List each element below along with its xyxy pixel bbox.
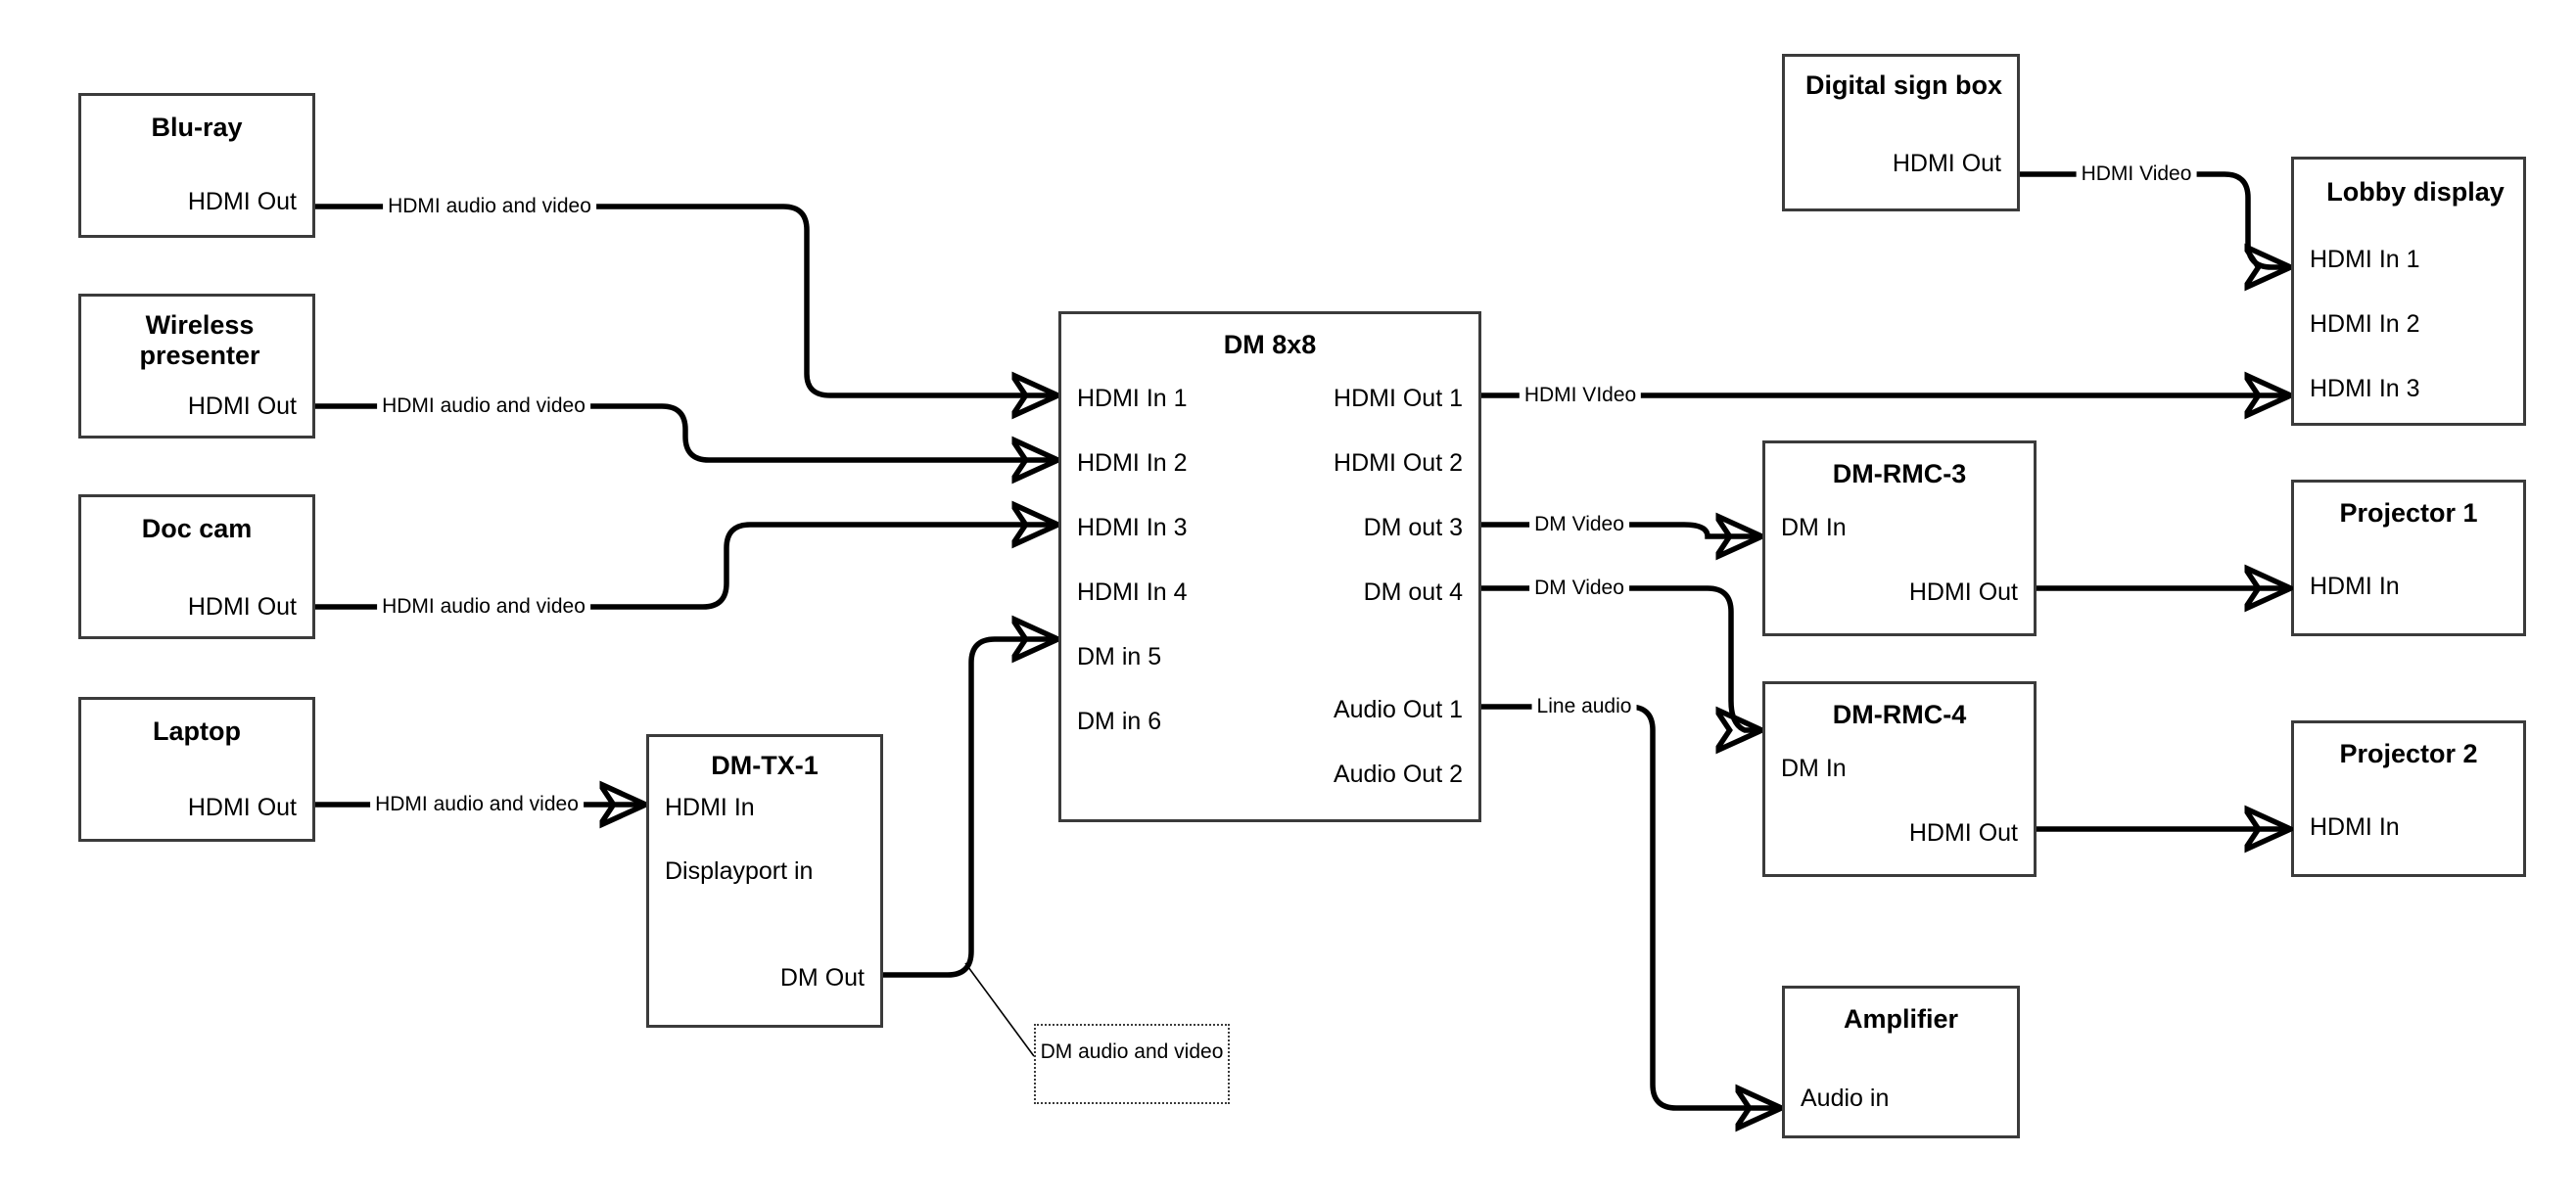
node-projector-2-title: Projector 2 [2339, 739, 2478, 768]
node-dm-tx-1-port-hdmi-in: HDMI In [665, 794, 755, 821]
edge-label-doccam-to-in3: HDMI audio and video [377, 595, 590, 619]
node-dm-8x8-port-dm-out-3: DM out 3 [1363, 514, 1463, 541]
node-amplifier-title: Amplifier [1843, 1004, 1959, 1034]
node-dm-rmc-3-title: DM-RMC-3 [1832, 459, 1967, 488]
node-doc-cam-port-hdmi-out: HDMI Out [187, 593, 297, 621]
node-dm-8x8-port-hdmi-in-2: HDMI In 2 [1077, 449, 1188, 477]
node-dm-8x8-port-audio-out-2: Audio Out 2 [1333, 761, 1463, 788]
node-dm-rmc-3[interactable]: DM-RMC-3 DM In HDMI Out [1762, 440, 2037, 636]
node-dm-8x8-title: DM 8x8 [1223, 330, 1317, 359]
callout-text: DM audio and video [1040, 1040, 1224, 1063]
wire-digitalsign-to-lobby1 [2020, 171, 2284, 267]
node-dm-tx-1-port-dm-out: DM Out [779, 964, 865, 992]
node-dm-tx-1-port-displayport-in: Displayport in [665, 857, 814, 885]
edge-label-hdmiout1-to-lobby3: HDMI VIdeo [1519, 384, 1642, 407]
node-bluray-port-hdmi-out: HDMI Out [187, 188, 297, 215]
node-dm-8x8-port-hdmi-out-1: HDMI Out 1 [1334, 385, 1463, 412]
node-lobby-display-port-hdmi-in-1: HDMI In 1 [2310, 246, 2420, 273]
node-lobby-display-port-hdmi-in-2: HDMI In 2 [2310, 310, 2420, 338]
callout-leader-line [964, 962, 1035, 1057]
wire-dmout3-to-rmc3 [1481, 525, 1756, 536]
wire-audioout1-to-amp [1481, 704, 1775, 1108]
edge-label-audioout1-to-amp: Line audio [1531, 695, 1637, 718]
node-bluray-title: Blu-ray [151, 113, 243, 142]
node-wireless-presenter-title: Wireless presenter [139, 310, 260, 370]
node-dm-rmc-3-port-dm-in: DM In [1781, 514, 1847, 541]
node-laptop[interactable]: Laptop HDMI Out [78, 697, 315, 842]
node-projector-1-port-hdmi-in: HDMI In [2310, 573, 2400, 600]
node-bluray[interactable]: Blu-ray HDMI Out [78, 93, 315, 238]
wire-doccam-to-in3 [315, 525, 1052, 610]
node-lobby-display-port-hdmi-in-3: HDMI In 3 [2310, 375, 2420, 402]
node-dm-rmc-4-title: DM-RMC-4 [1832, 700, 1967, 729]
wire-dmtx1-to-in5 [883, 639, 1052, 978]
node-projector-2-port-hdmi-in: HDMI In [2310, 813, 2400, 841]
node-dm-8x8-port-dm-out-4: DM out 4 [1363, 578, 1463, 606]
node-dm-rmc-4-port-hdmi-out: HDMI Out [1908, 819, 2018, 847]
node-projector-2[interactable]: Projector 2 HDMI In [2291, 720, 2526, 877]
node-wireless-presenter-port-hdmi-out: HDMI Out [187, 393, 297, 420]
node-projector-1-title: Projector 1 [2339, 498, 2478, 528]
wire-bluray-to-in1 [315, 204, 1052, 395]
node-dm-rmc-4-port-dm-in: DM In [1781, 755, 1847, 782]
node-dm-8x8-port-hdmi-in-1: HDMI In 1 [1077, 385, 1188, 412]
node-digital-sign-box-title: Digital sign box [1804, 70, 2002, 100]
node-projector-1[interactable]: Projector 1 HDMI In [2291, 480, 2526, 636]
node-digital-sign-box-port-hdmi-out: HDMI Out [1892, 150, 2001, 177]
node-amplifier[interactable]: Amplifier Audio in [1782, 986, 2020, 1138]
node-dm-8x8-port-dm-in-5: DM in 5 [1077, 643, 1162, 670]
node-laptop-port-hdmi-out: HDMI Out [187, 794, 297, 821]
node-dm-tx-1[interactable]: DM-TX-1 HDMI In Displayport in DM Out [646, 734, 883, 1028]
edge-label-bluray-to-in1: HDMI audio and video [383, 195, 596, 218]
wire-dmout4-to-rmc4 [1481, 585, 1756, 730]
edge-label-dmout4-to-rmc4: DM Video [1529, 577, 1629, 600]
node-digital-sign-box[interactable]: Digital sign box HDMI Out [1782, 54, 2020, 211]
edge-label-laptop-to-dmtx1: HDMI audio and video [370, 793, 584, 816]
node-doc-cam[interactable]: Doc cam HDMI Out [78, 494, 315, 639]
node-dm-8x8[interactable]: DM 8x8 HDMI In 1 HDMI In 2 HDMI In 3 HDM… [1058, 311, 1481, 822]
wire-wireless-to-in2 [315, 403, 1052, 460]
node-lobby-display-title: Lobby display [2326, 177, 2505, 207]
node-laptop-title: Laptop [153, 716, 241, 746]
node-doc-cam-title: Doc cam [141, 514, 253, 543]
node-dm-8x8-port-hdmi-out-2: HDMI Out 2 [1334, 449, 1463, 477]
node-dm-8x8-port-hdmi-in-4: HDMI In 4 [1077, 578, 1188, 606]
node-wireless-presenter[interactable]: Wireless presenter HDMI Out [78, 294, 315, 439]
edge-label-dmout3-to-rmc3: DM Video [1529, 513, 1629, 536]
node-lobby-display[interactable]: Lobby display HDMI In 1 HDMI In 2 HDMI I… [2291, 157, 2526, 426]
node-dm-rmc-3-port-hdmi-out: HDMI Out [1908, 578, 2018, 606]
node-dm-rmc-4[interactable]: DM-RMC-4 DM In HDMI Out [1762, 681, 2037, 877]
node-dm-tx-1-title: DM-TX-1 [711, 751, 819, 780]
callout-dm-audio-and-video: DM audio and video [1034, 1024, 1230, 1104]
node-dm-8x8-port-dm-in-6: DM in 6 [1077, 708, 1162, 735]
edge-label-wireless-to-in2: HDMI audio and video [377, 394, 590, 418]
node-dm-8x8-port-hdmi-in-3: HDMI In 3 [1077, 514, 1188, 541]
edge-label-digitalsign-to-lobby1: HDMI Video [2076, 162, 2197, 186]
node-dm-8x8-port-audio-out-1: Audio Out 1 [1333, 696, 1463, 723]
node-amplifier-port-audio-in: Audio in [1801, 1085, 1890, 1112]
